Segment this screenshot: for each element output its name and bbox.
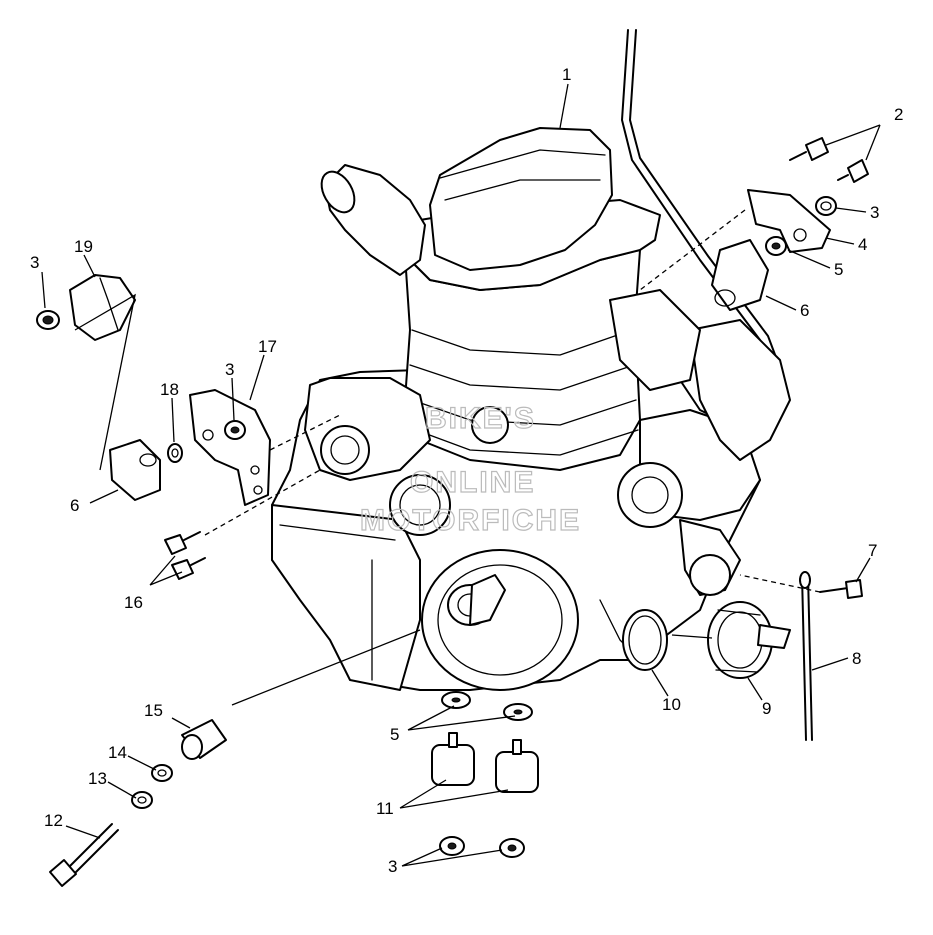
hose-clamp-ring [622,609,668,671]
watermark: BIKE'S ONLINE MOTORFICHE [359,401,581,537]
rubber-mount-pair [431,732,539,793]
nut-on-bracket [224,420,246,440]
callout-4: 4 [858,235,867,254]
nut-pair-bottom [439,836,525,858]
callout-15: 15 [144,701,163,720]
spacer-sleeve [181,719,227,760]
washer-lower-2 [131,791,153,809]
callout-1: 1 [562,65,571,84]
nut-left [36,310,60,330]
engine-block [271,127,791,691]
callout-14: 14 [108,743,127,762]
bolt-right [819,579,863,599]
watermark-line-3: MOTORFICHE [360,504,581,537]
callout-6-left: 6 [70,496,79,515]
bolt-pair-upper-right [789,137,869,183]
callout-7: 7 [868,541,877,560]
callout-3-upper-right: 3 [870,203,879,222]
long-bolt [49,823,119,887]
callout-3-bracket: 3 [225,360,234,379]
rubber-mount-left [109,439,161,501]
washer-lower-1 [151,764,173,782]
callout-13: 13 [88,769,107,788]
washer-pair-lower [441,691,533,721]
rubber-mount-right [711,239,769,311]
exhaust-coupler [707,601,791,679]
callout-2: 2 [894,105,903,124]
bolt-pair-left [164,531,206,580]
heat-shield-cover [69,274,136,341]
callout-9: 9 [762,699,771,718]
callout-3-left: 3 [30,253,39,272]
callout-5-upper: 5 [834,260,843,279]
nut-upper-right [815,196,837,216]
callout-leaders [41,83,881,867]
washer-upper-right [765,236,787,256]
engine-mount-bracket-right [747,189,831,253]
washer-left [167,443,183,463]
callout-10: 10 [662,695,681,714]
callout-8: 8 [852,649,861,668]
callout-5-lower: 5 [390,725,399,744]
engine-mount-bracket-left [189,389,271,506]
watermark-line-1: BIKE'S [425,402,536,435]
callout-17: 17 [258,337,277,356]
callout-6-right: 6 [800,301,809,320]
callout-19: 19 [74,237,93,256]
watermark-line-2: ONLINE [410,466,535,499]
callout-11: 11 [376,799,394,818]
callout-12: 12 [44,811,63,830]
callout-labels: 1 2 3 4 5 6 3 19 3 17 18 6 16 7 8 9 10 1… [30,65,903,876]
callout-16: 16 [124,593,143,612]
callout-18: 18 [160,380,179,399]
callout-3-bottom: 3 [388,857,397,876]
dipstick [799,571,813,741]
